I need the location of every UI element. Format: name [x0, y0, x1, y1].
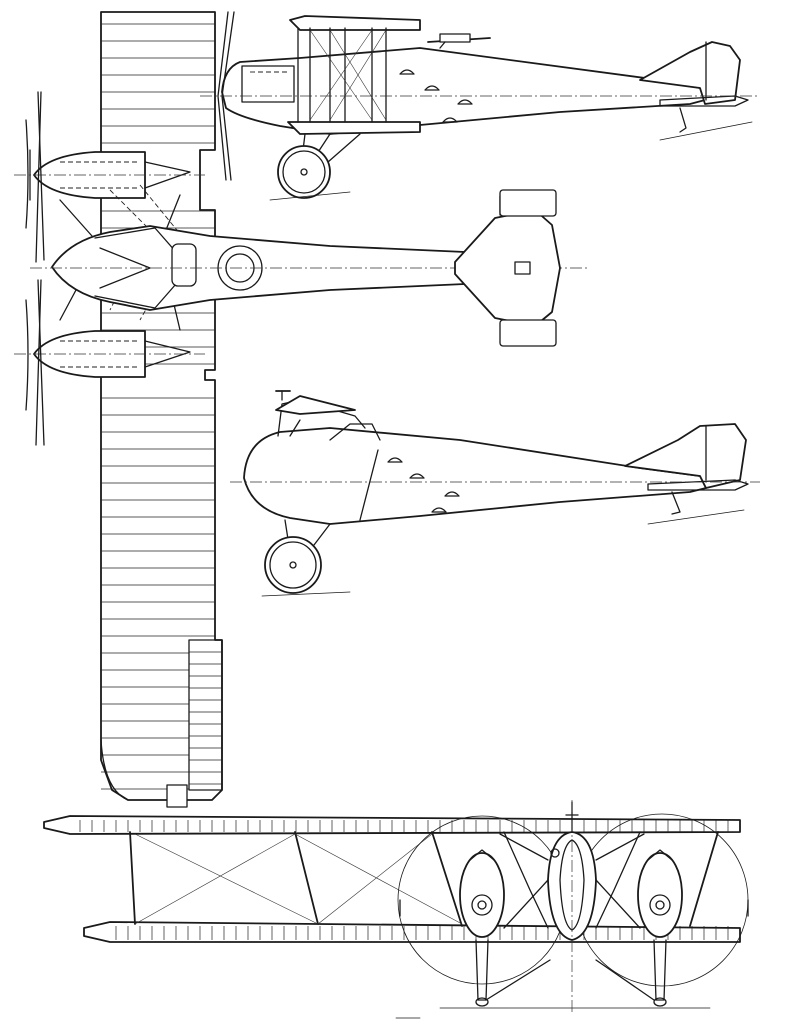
- fuselage-plan: [30, 189, 590, 347]
- left-nacelle-upper: [14, 119, 205, 229]
- upper-wing-planform: [100, 11, 223, 808]
- wing-ribs: [101, 23, 222, 790]
- front-view: [43, 800, 749, 1019]
- plan-view: [14, 11, 590, 808]
- right-engine-front: [637, 849, 683, 1007]
- side-view-unarmed: [230, 390, 760, 597]
- front-ribs-upper: [79, 820, 729, 832]
- side-view-armed: [200, 11, 760, 201]
- undercarriage-side-armed: [269, 133, 361, 201]
- interplane-struts-side: [297, 27, 387, 123]
- left-nacelle-lower: [14, 299, 205, 411]
- propeller-plan: [35, 91, 45, 446]
- machine-gun: [427, 33, 491, 49]
- undercarriage-side-unarmed: [261, 519, 351, 597]
- left-engine-front: [459, 849, 505, 1007]
- tail-skid-detail: [166, 784, 188, 808]
